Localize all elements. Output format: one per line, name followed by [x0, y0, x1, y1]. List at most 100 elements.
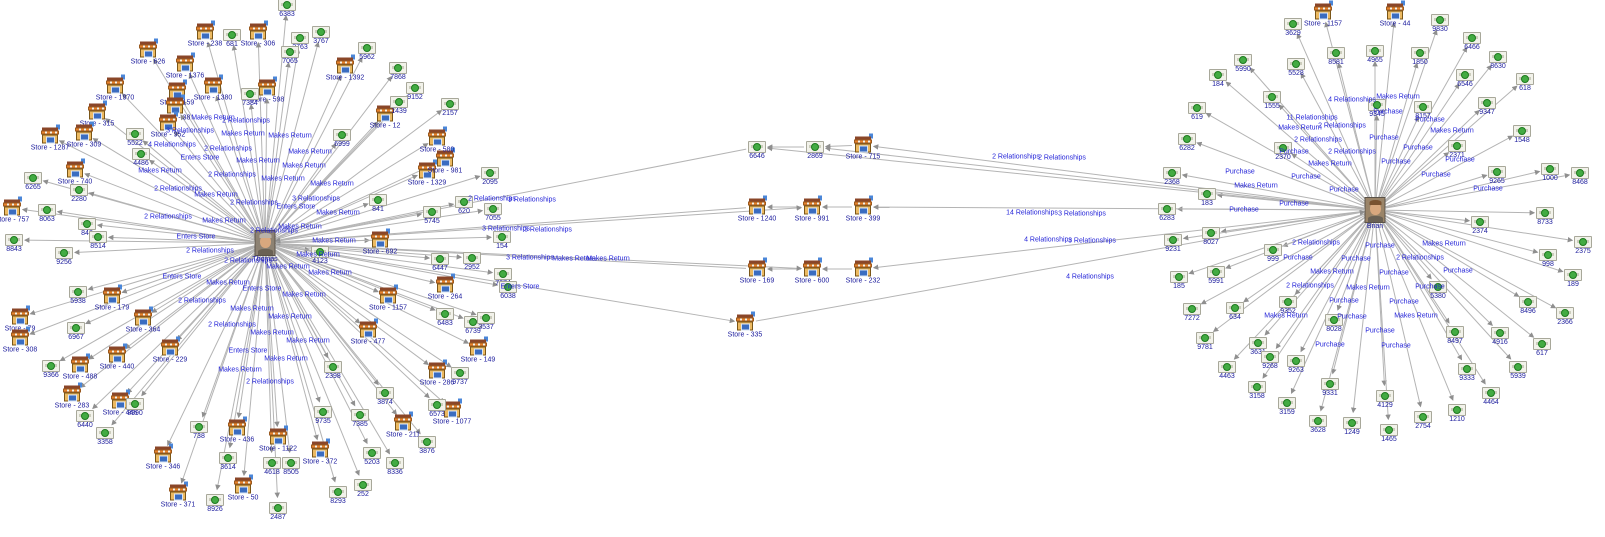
- receipt-node[interactable]: 5528: [1287, 58, 1305, 77]
- receipt-node[interactable]: 8468: [1571, 167, 1589, 186]
- store-node[interactable]: Store - 12: [370, 102, 400, 130]
- receipt-node[interactable]: 185: [1170, 271, 1188, 290]
- store-node[interactable]: Store - 757: [0, 196, 29, 224]
- store-node[interactable]: Store - 1122: [259, 425, 297, 453]
- receipt-node[interactable]: 9333: [1458, 363, 1476, 382]
- receipt-node[interactable]: 6546: [1456, 69, 1474, 88]
- receipt-node[interactable]: 6383: [278, 0, 296, 18]
- receipt-node[interactable]: 9366: [42, 360, 60, 379]
- receipt-node[interactable]: 3629: [1284, 18, 1302, 37]
- receipt-node[interactable]: 7384: [241, 88, 259, 107]
- receipt-node[interactable]: 6999: [333, 129, 351, 148]
- store-node[interactable]: Store - 50: [228, 474, 258, 502]
- store-node[interactable]: Store - 952: [151, 111, 185, 139]
- receipt-node[interactable]: 2398: [324, 361, 342, 380]
- receipt-node[interactable]: 2366: [1556, 307, 1574, 326]
- store-node[interactable]: Store - 44: [1380, 0, 1410, 28]
- receipt-node[interactable]: 2280: [70, 184, 88, 203]
- receipt-node[interactable]: 5962: [358, 42, 376, 61]
- receipt-node[interactable]: 6447: [431, 253, 449, 272]
- receipt-node[interactable]: 7055: [484, 203, 502, 222]
- store-node[interactable]: Store - 346: [146, 443, 180, 471]
- receipt-node[interactable]: 619: [1188, 102, 1206, 121]
- receipt-node[interactable]: 5745: [423, 206, 441, 225]
- receipt-node[interactable]: 5380: [1429, 281, 1447, 300]
- receipt-node[interactable]: 3767: [312, 26, 330, 45]
- receipt-node[interactable]: 2754: [1414, 411, 1432, 430]
- receipt-node[interactable]: 617: [1533, 338, 1551, 357]
- receipt-node[interactable]: 2487: [269, 502, 287, 521]
- store-node[interactable]: Store - 286: [420, 359, 454, 387]
- receipt-node[interactable]: 9265: [1488, 166, 1506, 185]
- store-node[interactable]: Store - 1970: [96, 74, 134, 102]
- receipt-node[interactable]: 9256: [55, 247, 73, 266]
- store-node[interactable]: Store - 335: [728, 311, 762, 339]
- store-node[interactable]: Store - 598: [250, 76, 284, 104]
- receipt-node[interactable]: 1249: [1343, 417, 1361, 436]
- receipt-node[interactable]: 8336: [386, 457, 404, 476]
- receipt-node[interactable]: 6483: [436, 308, 454, 327]
- receipt-node[interactable]: 8990: [126, 398, 144, 417]
- store-node[interactable]: Store - 600: [795, 257, 829, 285]
- receipt-node[interactable]: 738: [190, 421, 208, 440]
- store-node[interactable]: Store - 1240: [738, 195, 776, 223]
- store-node[interactable]: Store - 306: [241, 20, 275, 48]
- store-node[interactable]: Store - 179: [95, 284, 129, 312]
- store-node[interactable]: Store - 740: [58, 158, 92, 186]
- receipt-node[interactable]: 1439: [390, 96, 408, 115]
- store-node[interactable]: Store - 149: [461, 336, 495, 364]
- receipt-node[interactable]: 6038: [499, 281, 517, 300]
- store-node[interactable]: Store - 308: [3, 326, 37, 354]
- receipt-node[interactable]: 681: [223, 29, 241, 48]
- receipt-node[interactable]: 8505: [282, 457, 300, 476]
- store-node[interactable]: Store - 1329: [408, 159, 446, 187]
- receipt-node[interactable]: 7065: [281, 46, 299, 65]
- store-node[interactable]: Store - 1157: [369, 284, 407, 312]
- receipt-node[interactable]: 1850: [1411, 47, 1429, 66]
- store-node[interactable]: Store - 229: [153, 336, 187, 364]
- store-node[interactable]: Store - 238: [188, 20, 222, 48]
- receipt-node[interactable]: 2763: [291, 32, 309, 51]
- receipt-node[interactable]: 8514: [89, 231, 107, 250]
- receipt-node[interactable]: 8497: [1446, 326, 1464, 345]
- receipt-node[interactable]: 1210: [1448, 404, 1466, 423]
- receipt-node[interactable]: 6282: [1178, 133, 1196, 152]
- receipt-node[interactable]: 2952: [463, 252, 481, 271]
- receipt-node[interactable]: 183: [1198, 188, 1216, 207]
- person-node[interactable]: Brian: [1364, 197, 1386, 230]
- receipt-node[interactable]: 8733: [1536, 207, 1554, 226]
- store-node[interactable]: Store - 436: [220, 416, 254, 444]
- store-node[interactable]: Store - 364: [126, 306, 160, 334]
- receipt-node[interactable]: 3628: [1309, 415, 1327, 434]
- receipt-node[interactable]: 4129: [1376, 390, 1394, 409]
- receipt-node[interactable]: 4464: [1482, 387, 1500, 406]
- store-node[interactable]: Store - 1376: [166, 52, 204, 80]
- store-node[interactable]: Store - 981: [428, 147, 462, 175]
- receipt-node[interactable]: 6265: [24, 172, 42, 191]
- store-node[interactable]: Store - 991: [795, 195, 829, 223]
- store-node[interactable]: Store - 626: [131, 38, 165, 66]
- receipt-node[interactable]: 5990: [1234, 54, 1252, 73]
- receipt-node[interactable]: 8063: [38, 204, 56, 223]
- store-node[interactable]: Store - 283: [55, 382, 89, 410]
- receipt-node[interactable]: 2370: [1274, 142, 1292, 161]
- store-node[interactable]: Store - 715: [846, 133, 880, 161]
- receipt-node[interactable]: 1548: [1513, 125, 1531, 144]
- receipt-node[interactable]: 1000: [1541, 163, 1559, 182]
- receipt-node[interactable]: 9152: [406, 82, 424, 101]
- receipt-node[interactable]: 252: [354, 479, 372, 498]
- store-node[interactable]: Store - 1157: [1304, 0, 1342, 28]
- receipt-node[interactable]: 3358: [96, 427, 114, 446]
- receipt-node[interactable]: 9331: [1321, 378, 1339, 397]
- receipt-node[interactable]: 618: [1516, 73, 1534, 92]
- receipt-node[interactable]: 7272: [1183, 303, 1201, 322]
- receipt-node[interactable]: 8630: [1489, 51, 1507, 70]
- receipt-node[interactable]: 3537: [477, 312, 495, 331]
- store-node[interactable]: Store - 211: [386, 411, 420, 439]
- store-node[interactable]: Store - 440: [100, 343, 134, 371]
- store-node[interactable]: Store - 232: [846, 257, 880, 285]
- receipt-node[interactable]: 3876: [418, 436, 436, 455]
- receipt-node[interactable]: 6967: [67, 322, 85, 341]
- receipt-node[interactable]: 1465: [1380, 424, 1398, 443]
- receipt-node[interactable]: 8157: [1414, 101, 1432, 120]
